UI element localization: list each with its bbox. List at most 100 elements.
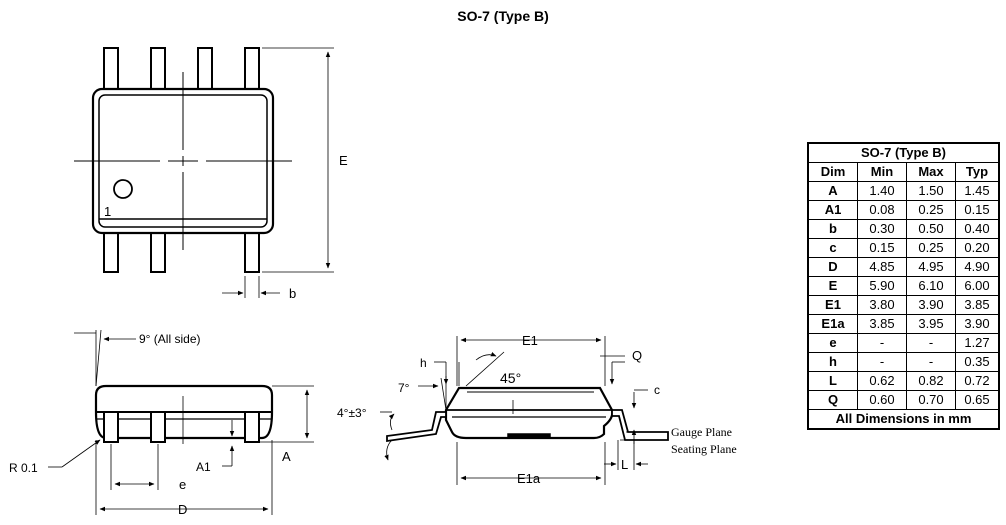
typ-cell: 0.65 (955, 390, 1000, 410)
dim-cell: Q (807, 390, 858, 410)
typ-cell: 1.45 (955, 181, 1000, 201)
dim-cell: b (807, 219, 858, 239)
header-typ: Typ (955, 162, 1000, 182)
bottom-lead (150, 229, 166, 273)
typ-cell: 0.20 (955, 238, 1000, 258)
min-cell: 0.30 (857, 219, 907, 239)
label-E: E (339, 153, 348, 168)
label-gauge-plane: Gauge Plane (671, 425, 732, 439)
label-seating-plane: Seating Plane (671, 442, 737, 456)
label-Q: Q (632, 348, 642, 363)
package-outline-drawing: E b 1 9° (All (9, 47, 737, 517)
end-view (380, 336, 669, 485)
min-cell: 0.60 (857, 390, 907, 410)
end-lead-left (386, 411, 447, 443)
max-cell: 0.25 (906, 238, 956, 258)
dim-cell: A (807, 181, 858, 201)
max-cell: 3.95 (906, 314, 956, 334)
table-row: e--1.27 (807, 333, 1000, 353)
typ-cell: 0.40 (955, 219, 1000, 239)
label-45: 45° (500, 370, 521, 386)
label-7: 7° (398, 381, 410, 395)
min-cell: 4.85 (857, 257, 907, 277)
header-min: Min (857, 162, 907, 182)
dim-cell: L (807, 371, 858, 391)
max-cell: 0.25 (906, 200, 956, 220)
dim-cell: E1a (807, 314, 858, 334)
bottom-lead (103, 229, 119, 273)
dim-cell: D (807, 257, 858, 277)
top-lead (150, 47, 166, 91)
max-cell: - (906, 333, 956, 353)
min-cell: 0.15 (857, 238, 907, 258)
label-h: h (420, 356, 427, 370)
side-lead (244, 411, 260, 443)
label-D: D (178, 502, 187, 517)
min-cell: 3.80 (857, 295, 907, 315)
label-L: L (621, 457, 628, 472)
end-lead-right (611, 409, 669, 441)
typ-cell: 0.72 (955, 371, 1000, 391)
min-cell: 0.62 (857, 371, 907, 391)
dim-cell: e (807, 333, 858, 353)
max-cell: 3.90 (906, 295, 956, 315)
table-header-row: Dim Min Max Typ (807, 162, 1000, 182)
min-cell: - (857, 352, 907, 372)
label-pin1: 1 (104, 204, 111, 219)
label-A: A (282, 449, 291, 464)
min-cell: 0.08 (857, 200, 907, 220)
header-dim: Dim (807, 162, 858, 182)
label-R: R 0.1 (9, 461, 38, 475)
typ-cell: 3.85 (955, 295, 1000, 315)
label-E1a: E1a (517, 471, 541, 486)
max-cell: 6.10 (906, 276, 956, 296)
label-c: c (654, 383, 660, 397)
header-max: Max (906, 162, 956, 182)
label-E1: E1 (522, 333, 538, 348)
max-cell: 4.95 (906, 257, 956, 277)
dim-cell: c (807, 238, 858, 258)
label-angle-all-side: 9° (All side) (139, 332, 200, 346)
max-cell: 0.50 (906, 219, 956, 239)
min-cell: - (857, 333, 907, 353)
side-lead (150, 411, 166, 443)
typ-cell: 4.90 (955, 257, 1000, 277)
dim-cell: E (807, 276, 858, 296)
pin1-marker (113, 179, 133, 199)
typ-cell: 6.00 (955, 276, 1000, 296)
label-b: b (289, 286, 296, 301)
label-A1: A1 (196, 460, 211, 474)
min-cell: 1.40 (857, 181, 907, 201)
max-cell: - (906, 352, 956, 372)
typ-cell: 1.27 (955, 333, 1000, 353)
typ-cell: 0.35 (955, 352, 1000, 372)
end-body (444, 386, 614, 440)
top-lead (197, 47, 213, 91)
dim-cell: E1 (807, 295, 858, 315)
typ-cell: 3.90 (955, 314, 1000, 334)
top-lead (103, 47, 119, 91)
dim-cell: h (807, 352, 858, 372)
table-title: SO-7 (Type B) (807, 142, 1000, 163)
label-e: e (179, 477, 186, 492)
drawing-title: SO-7 (Type B) (457, 8, 549, 24)
max-cell: 1.50 (906, 181, 956, 201)
exposed-pad (507, 433, 551, 439)
side-lead (103, 411, 119, 443)
bottom-lead (244, 229, 260, 273)
max-cell: 0.70 (906, 390, 956, 410)
dim-cell: A1 (807, 200, 858, 220)
side-view (48, 329, 314, 515)
table-footer: All Dimensions in mm (807, 409, 1000, 430)
label-4: 4°±3° (337, 406, 367, 420)
